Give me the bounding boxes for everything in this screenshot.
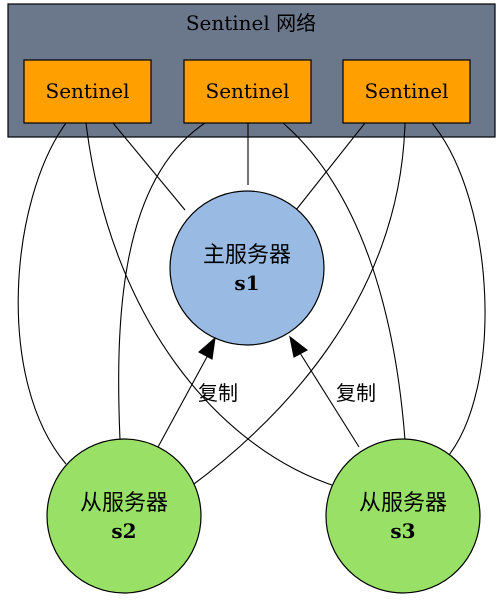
edge-sentinel3-slave3 (431, 122, 486, 461)
sentinel-node-3: Sentinel (342, 59, 471, 124)
replication-arrowhead-s2 (198, 336, 216, 360)
sentinel-label: Sentinel (206, 79, 290, 103)
slave-node-s3: 从服务器 s3 (325, 438, 481, 594)
replication-edge-s2 (157, 354, 209, 448)
replication-edges: 复制 复制 (157, 335, 376, 448)
slave-label-line1: 从服务器 (359, 491, 447, 516)
edge-sentinel1-slave3 (85, 122, 339, 488)
sentinel-node-2: Sentinel (183, 59, 312, 124)
sentinel-node-1: Sentinel (23, 59, 152, 124)
edge-sentinel3-slave2 (189, 122, 406, 488)
sentinel-label: Sentinel (46, 79, 130, 103)
edge-sentinel2-slave2 (118, 122, 206, 441)
sentinel-connections (17, 122, 486, 488)
slave-node-s2: 从服务器 s2 (46, 438, 202, 594)
slave-label-line2: s2 (111, 519, 136, 543)
sentinel-box (183, 59, 312, 124)
sentinel-label: Sentinel (365, 79, 449, 103)
master-circle (169, 190, 325, 346)
slave-circle (46, 438, 202, 594)
sentinel-network-label: Sentinel 网络 (186, 11, 316, 35)
slave-circle (325, 438, 481, 594)
slave-label-line1: 从服务器 (80, 491, 168, 516)
replication-arrowhead-s3 (289, 335, 309, 358)
edge-sentinel1-master (112, 122, 186, 211)
master-node: 主服务器 s1 (169, 190, 325, 346)
master-label-line1: 主服务器 (203, 243, 291, 268)
slave-label-line2: s3 (390, 519, 415, 543)
edge-sentinel2-slave3 (282, 122, 406, 441)
edge-sentinel1-slave2 (17, 122, 67, 465)
replication-label-s3: 复制 (336, 381, 376, 405)
sentinel-box (23, 59, 152, 124)
edge-sentinel3-master (295, 122, 366, 211)
master-label-line2: s1 (234, 271, 259, 295)
sentinel-box (342, 59, 471, 124)
replication-edge-s3 (299, 352, 360, 448)
replication-label-s2: 复制 (198, 381, 238, 405)
